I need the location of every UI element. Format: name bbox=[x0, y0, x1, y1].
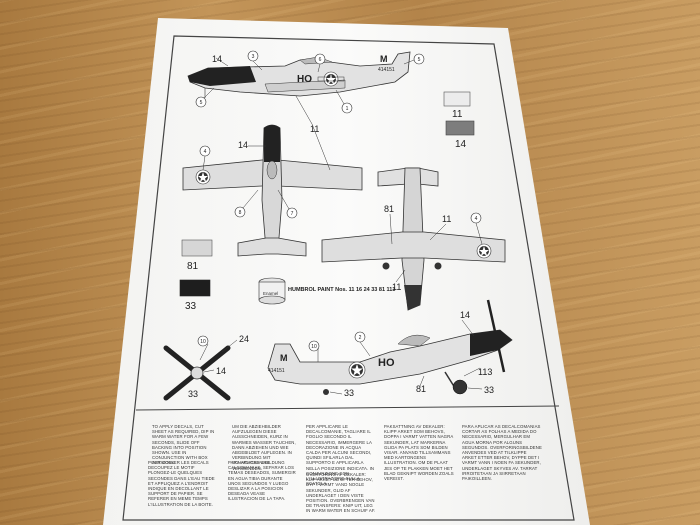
swatch-81-label: 81 bbox=[187, 261, 199, 272]
instructions-se: PAKSATTNING AV DEKALER: KLIPP ARKET SOM … bbox=[384, 424, 454, 482]
lower-code-letter: M bbox=[280, 353, 288, 363]
callout-113: 113 bbox=[478, 367, 492, 377]
callout-11a: 11 bbox=[310, 124, 319, 134]
callout-14b: 14 bbox=[238, 140, 248, 150]
callout-10: 10 bbox=[200, 339, 206, 345]
instructions-fr: POUR COLLER LES DECALS DECOUPEZ LE MOTIF… bbox=[148, 460, 215, 507]
callout-33b: 33 bbox=[344, 388, 354, 398]
callout-6: 6 bbox=[319, 57, 322, 63]
instructions-it: PER APPLICARE LE DECALCOMANIE, TAGLIARE … bbox=[306, 424, 375, 487]
swatch-14 bbox=[445, 120, 475, 136]
callout-33a: 33 bbox=[188, 389, 198, 399]
lower-serial: 414151 bbox=[268, 368, 285, 374]
swatch-11 bbox=[443, 91, 471, 107]
callout-1: 1 bbox=[346, 106, 349, 112]
swatch-81 bbox=[181, 239, 213, 257]
instructions-de: UM DIE ABZIEHBILDER AUFZULEGEN DIESE AUS… bbox=[232, 424, 296, 471]
underside-view bbox=[321, 167, 506, 311]
side-code-letter: M bbox=[380, 54, 388, 64]
callout-5b: 5 bbox=[200, 100, 203, 106]
callout-14a: 14 bbox=[212, 54, 222, 64]
instructions-pt: PARA APLICAR AS DECALCOMANIAS CORTAR AS … bbox=[462, 424, 542, 482]
callout-7: 7 bbox=[291, 211, 294, 217]
callout-14d: 14 bbox=[460, 310, 470, 320]
callout-4a: 4 bbox=[204, 149, 207, 155]
lower-side-view-aircraft: HO M 414151 bbox=[267, 299, 513, 395]
callout-10b: 10 bbox=[311, 344, 317, 350]
callout-3: 3 bbox=[252, 54, 255, 60]
lower-code-letters: HO bbox=[378, 357, 395, 369]
callout-81b: 81 bbox=[416, 384, 426, 394]
instructions-es: PARA APLICAR LAS CALCOMANIAS, SEPARAR LO… bbox=[228, 460, 296, 502]
side-serial: 414151 bbox=[378, 67, 395, 73]
side-view-aircraft: HO M 414151 bbox=[187, 51, 411, 98]
sheet-frame bbox=[122, 35, 575, 521]
swatch-33-label: 33 bbox=[185, 301, 197, 312]
propeller-front-view bbox=[163, 345, 231, 401]
callout-14c: 14 bbox=[216, 366, 226, 376]
callout-11c: 11 bbox=[392, 282, 401, 292]
callout-81: 81 bbox=[384, 204, 394, 214]
callout-33c: 33 bbox=[484, 385, 494, 395]
callout-11b: 11 bbox=[442, 214, 451, 224]
humbrol-paint-list: HUMBROL PAINT Nos. 11 16 24 33 81 113 bbox=[288, 287, 396, 293]
swatch-33 bbox=[179, 279, 211, 297]
side-code-letters: HO bbox=[297, 74, 312, 85]
top-plan-view bbox=[182, 124, 363, 257]
callout-24: 24 bbox=[239, 334, 249, 344]
humbrol-paint-tin: Enamel bbox=[258, 277, 286, 305]
callout-8: 8 bbox=[239, 210, 242, 216]
callout-4b: 4 bbox=[475, 216, 478, 222]
instructions-dk: OVERFORING AF DEKALER: KLIP ARKET UD EFT… bbox=[306, 472, 376, 514]
swatch-11-label: 11 bbox=[452, 109, 463, 120]
callout-5: 5 bbox=[418, 57, 421, 63]
callout-2b: 2 bbox=[359, 335, 362, 341]
swatch-14-label: 14 bbox=[455, 139, 467, 150]
instructions-en: TO APPLY DECALS, CUT SHEET AS REQUIRED, … bbox=[152, 424, 215, 466]
tin-label: Enamel bbox=[263, 291, 278, 296]
